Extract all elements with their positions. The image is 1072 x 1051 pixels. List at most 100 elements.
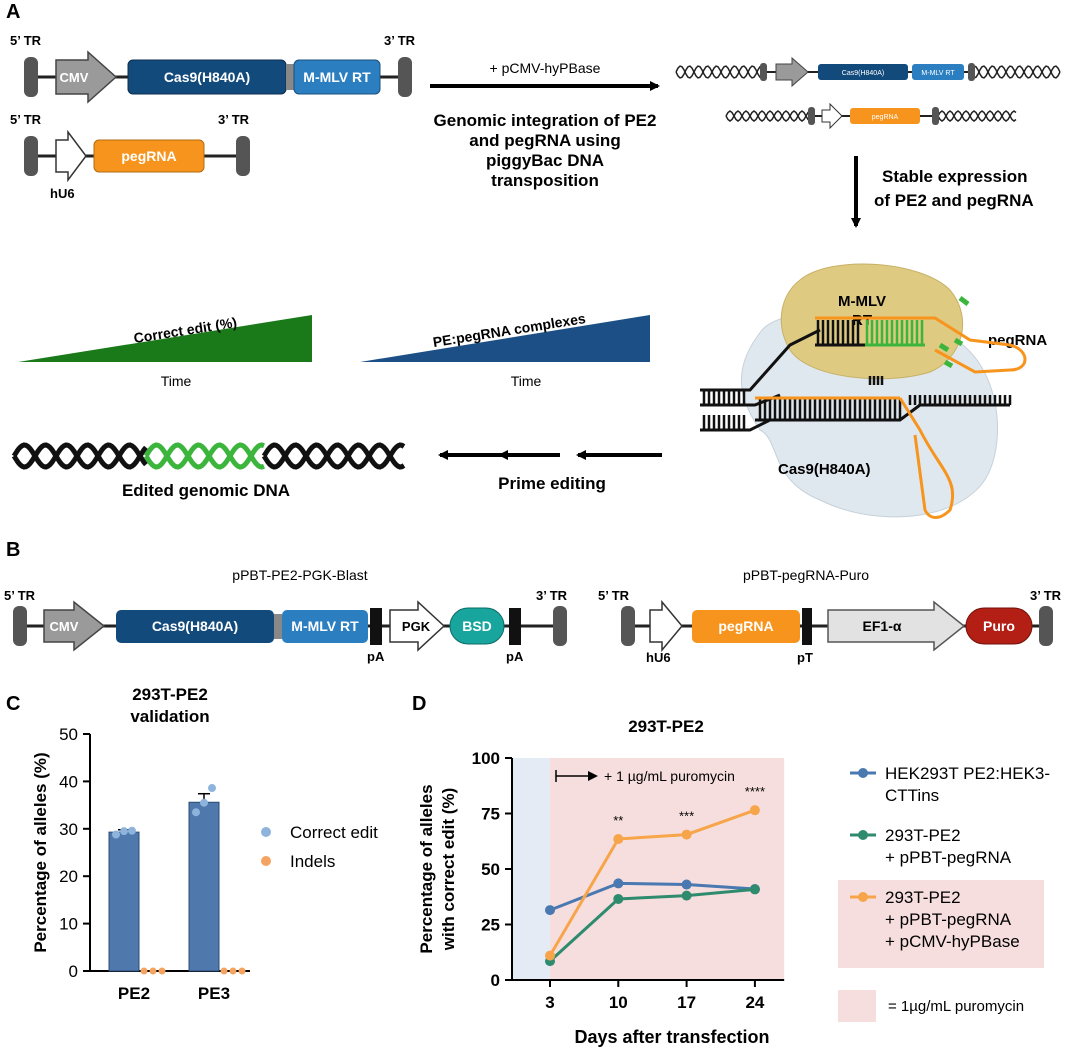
pt-label: pT bbox=[797, 650, 813, 665]
construct-ppbt-pegrna: pPBT-pegRNA-Puro 5’ TR 3’ TR hU6 pegRNA … bbox=[598, 567, 1062, 665]
complex-rt-line-2: RT bbox=[852, 312, 872, 329]
y-tick-label: 30 bbox=[59, 820, 78, 839]
tr3-label: 3’ TR bbox=[218, 112, 250, 127]
series-line bbox=[548, 808, 756, 957]
series-point bbox=[545, 905, 555, 916]
construct-pegrna: 5’ TR 3’ TR hU6 pegRNA bbox=[10, 112, 250, 201]
ef1-label: EF1-α bbox=[863, 618, 902, 634]
pgk-arrow bbox=[389, 600, 446, 652]
panel-c-legend: Correct edit Indels bbox=[261, 823, 378, 871]
mini-hu6-arrow bbox=[821, 102, 843, 130]
tr3-label: 3’ TR bbox=[1030, 588, 1062, 603]
cas9-label: Cas9(H840A) bbox=[164, 69, 250, 85]
panel-letter-b: B bbox=[6, 539, 20, 561]
series-line bbox=[548, 887, 756, 963]
dna-strand bbox=[11, 442, 148, 470]
hu6-label: hU6 bbox=[646, 650, 671, 665]
panel-d-legend: HEK293T PE2:HEK3- CTTins 293T-PE2 + pPBT… bbox=[838, 764, 1050, 1022]
legend-hypbase-1: 293T-PE2 bbox=[885, 888, 961, 907]
panel-letter-a: A bbox=[6, 1, 20, 23]
legend-hypbase-2: + pPBT-pegRNA bbox=[885, 910, 1012, 929]
legend-marker-hek bbox=[858, 768, 868, 778]
legend-hek-1: HEK293T PE2:HEK3- bbox=[885, 764, 1050, 783]
integration-line-2: and pegRNA using bbox=[469, 131, 620, 150]
series-point bbox=[749, 805, 760, 816]
rt-label: M-MLV RT bbox=[303, 69, 371, 85]
pt-signal bbox=[802, 608, 812, 645]
mini-pegrna-block bbox=[850, 108, 920, 124]
time-label-2: Time bbox=[511, 373, 542, 389]
pre-selection-region bbox=[512, 758, 550, 980]
y-tick-label: 50 bbox=[59, 725, 78, 744]
pa-label-2: pA bbox=[506, 649, 524, 664]
y-tick-label: 40 bbox=[59, 772, 78, 791]
mini-rt-label: M-MLV RT bbox=[921, 70, 955, 77]
x-tick-label: 3 bbox=[545, 993, 554, 1012]
y-tick-label: 20 bbox=[59, 867, 78, 886]
bsd-label: BSD bbox=[462, 618, 492, 634]
stable-line-2: of PE2 and pegRNA bbox=[874, 191, 1034, 210]
prime-editor-complex: M-MLV RT pegRNA Cas9(H840A) bbox=[700, 263, 1047, 519]
panel-letter-c: C bbox=[6, 693, 20, 715]
pegrna-label: pegRNA bbox=[121, 148, 176, 164]
y-tick-label: 0 bbox=[69, 962, 78, 981]
hu6-promoter-arrow bbox=[55, 129, 87, 183]
significance-marker: *** bbox=[679, 809, 694, 824]
legend-marker-hypbase bbox=[858, 892, 868, 902]
panel-d-title: 293T-PE2 bbox=[628, 717, 704, 736]
dna-strand bbox=[261, 442, 406, 470]
puromycin-annotation: + 1 µg/mL puromycin bbox=[604, 768, 735, 784]
stable-line-1: Stable expression bbox=[882, 167, 1028, 186]
panel-c-title-1: 293T-PE2 bbox=[132, 685, 208, 704]
edited-dna-helix bbox=[11, 442, 406, 470]
y-axis-label: Percentage of alleles bbox=[417, 784, 436, 953]
x-axis-label: Days after transfection bbox=[574, 1027, 769, 1047]
pegrna-scaffold bbox=[898, 397, 955, 519]
cmv-promoter-arrow bbox=[55, 50, 118, 104]
integrated-genome-2: pegRNA bbox=[725, 102, 1017, 130]
integration-text: Genomic integration of PE2 and pegRNA us… bbox=[434, 111, 657, 190]
ef1-arrow bbox=[827, 600, 966, 652]
legend-swatch-indels bbox=[261, 856, 271, 866]
y-tick-label: 100 bbox=[472, 749, 500, 768]
y-axis-label: with correct edit (%) bbox=[439, 788, 458, 951]
prime-editing-label: Prime editing bbox=[498, 474, 606, 493]
pegrna-label: pegRNA bbox=[718, 618, 773, 634]
y-tick-label: 75 bbox=[481, 805, 500, 824]
dna-ladders bbox=[702, 320, 1012, 430]
tr5-terminal bbox=[24, 136, 38, 176]
rt-block bbox=[293, 59, 381, 95]
tr3-label: 3’ TR bbox=[536, 588, 568, 603]
x-tick-label: 10 bbox=[609, 993, 628, 1012]
tr5-label: 5’ TR bbox=[10, 112, 42, 127]
pgk-label: PGK bbox=[402, 619, 431, 634]
bar-correct-edit bbox=[188, 801, 220, 972]
pa-signal-1 bbox=[370, 608, 382, 645]
point-indels bbox=[238, 967, 246, 975]
tr5-label: 5’ TR bbox=[10, 33, 42, 48]
legend-pbt-2: + pPBT-pegRNA bbox=[885, 848, 1012, 867]
construct-ppbt-pe2: pPBT-PE2-PGK-Blast 5’ TR 3’ TR CMV Cas9(… bbox=[4, 567, 568, 664]
puro-block bbox=[965, 607, 1033, 645]
tr3-terminal bbox=[398, 57, 412, 97]
integration-line-4: transposition bbox=[491, 171, 599, 190]
cas9-label: Cas9(H840A) bbox=[152, 618, 238, 634]
hypbase-label: + pCMV-hyPBase bbox=[490, 60, 601, 76]
tr3-terminal bbox=[236, 136, 250, 176]
pa-label-1: pA bbox=[367, 649, 385, 664]
complex-cas9-label: Cas9(H840A) bbox=[778, 461, 871, 478]
y-tick-label: 10 bbox=[59, 915, 78, 934]
dna-strand bbox=[700, 418, 771, 432]
significance-marker: ** bbox=[613, 813, 623, 828]
panel-c-title-2: validation bbox=[130, 707, 209, 726]
mini-cmv-arrow bbox=[775, 56, 809, 88]
legend-pbt-1: 293T-PE2 bbox=[885, 826, 961, 845]
legend-label-indels: Indels bbox=[290, 852, 335, 871]
point-correct-edit bbox=[112, 830, 120, 839]
linker bbox=[286, 64, 294, 90]
nucleotides bbox=[938, 296, 970, 369]
point-correct-edit bbox=[208, 784, 216, 793]
